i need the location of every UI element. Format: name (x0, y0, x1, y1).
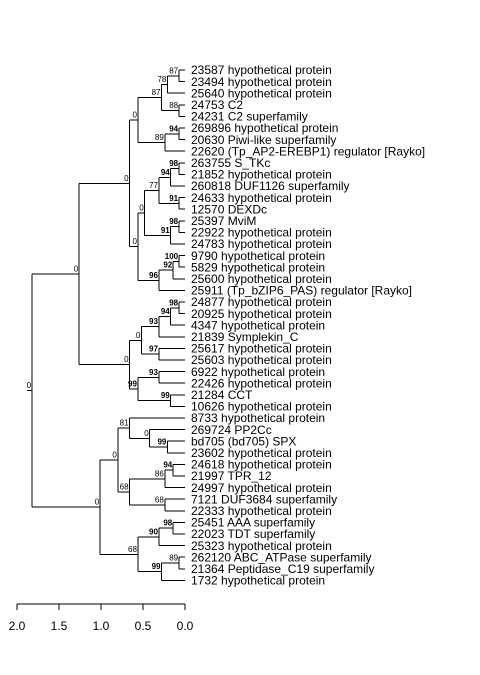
support-value: 0 (124, 174, 129, 183)
support-value: 68 (120, 482, 129, 491)
support-value: 94 (169, 124, 178, 133)
support-value: 0 (124, 355, 129, 364)
support-value: 91 (169, 194, 178, 203)
scale-axis: 2.0 1.5 1.0 0.5 0.0 (9, 603, 194, 633)
support-value: 78 (157, 75, 166, 84)
taxon-label: 25323 hypothetical protein (191, 539, 332, 553)
taxon-label: 6922 hypothetical protein (191, 365, 325, 379)
tree-branches (27, 69, 185, 581)
taxon-label: 21997 TPR_12 (191, 469, 272, 483)
support-value: 87 (169, 66, 178, 75)
support-value: 88 (169, 101, 178, 110)
support-value: 0 (133, 111, 138, 120)
axis-tick-label: 0.0 (177, 619, 194, 633)
taxon-label: 25603 hypothetical protein (191, 353, 332, 367)
support-value: 99 (161, 391, 170, 400)
taxon-label: 24997 hypothetical protein (191, 481, 332, 495)
support-value: 100 (165, 252, 179, 261)
support-value: 89 (169, 554, 178, 563)
taxon-label: 23494 hypothetical protein (191, 75, 332, 89)
support-value: 98 (169, 217, 178, 226)
support-value: 99 (157, 438, 166, 447)
taxon-label: 9790 hypothetical protein (191, 249, 325, 263)
support-value: 96 (149, 271, 158, 280)
support-value: 94 (163, 461, 172, 470)
taxon-label: 262120 ABC_ATPase superfamily (191, 550, 372, 564)
taxon-label: 25617 hypothetical protein (191, 342, 332, 356)
support-value: 90 (149, 527, 158, 536)
axis-tick-label: 2.0 (9, 619, 26, 633)
taxon-label: 21839 Symplekin_C (191, 330, 299, 344)
taxon-label: 4347 hypothetical protein (191, 318, 325, 332)
taxon-label: 24231 C2 superfamily (191, 110, 308, 124)
support-value: 81 (120, 419, 129, 428)
support-value: 97 (149, 345, 158, 354)
taxon-label: 23587 hypothetical protein (191, 63, 332, 77)
support-value: 98 (169, 298, 178, 307)
taxon-label: 269896 hypothetical protein (191, 121, 338, 135)
taxon-label: 22023 TDT superfamily (191, 527, 315, 541)
support-value: 77 (149, 181, 158, 190)
taxon-label: 22333 hypothetical protein (191, 504, 332, 518)
support-value: 93 (149, 317, 158, 326)
support-values: 8778888794890989491779891010092960098949… (27, 66, 179, 571)
support-value: 89 (155, 133, 164, 142)
taxon-label: 23602 hypothetical protein (191, 446, 332, 460)
support-value: 94 (161, 307, 170, 316)
taxon-label: 24753 C2 (191, 98, 243, 112)
taxon-label: 25640 hypothetical protein (191, 86, 332, 100)
taxon-label: 21284 CCT (191, 388, 253, 402)
taxon-label: 22620 (Tp_AP2-EREBP1) regulator [Rayko] (191, 144, 425, 158)
support-value: 94 (161, 168, 170, 177)
taxon-label: 263755 S_TKc (191, 156, 270, 170)
taxon-label: 1732 hypothetical protein (191, 574, 325, 588)
taxon-label: 21364 Peptidase_C19 superfamily (191, 562, 374, 576)
taxon-label: 260818 DUF1126 superfamily (191, 179, 350, 193)
taxon-label: 10626 hypothetical protein (191, 400, 332, 414)
taxon-label: 20925 hypothetical protein (191, 307, 332, 321)
support-value: 0 (27, 381, 32, 390)
taxon-label: 25397 MviM (191, 214, 256, 228)
taxon-label: 21852 hypothetical protein (191, 168, 332, 182)
support-value: 93 (149, 368, 158, 377)
taxon-label: 8733 hypothetical protein (191, 411, 325, 425)
support-value: 0 (74, 264, 79, 273)
axis-tick-label: 0.5 (135, 619, 152, 633)
support-value: 87 (152, 88, 161, 97)
taxon-label: 22426 hypothetical protein (191, 376, 332, 390)
support-value: 91 (161, 226, 170, 235)
taxon-label: 269724 PP2Cc (191, 423, 272, 437)
taxon-label: 22922 hypothetical protein (191, 226, 332, 240)
support-value: 0 (112, 451, 117, 460)
taxon-label: 7121 DUF3684 superfamily (191, 492, 337, 506)
taxon-label: 24618 hypothetical protein (191, 458, 332, 472)
taxon-label: 25911 (Tp_bZIP6_PAS) regulator [Rayko] (191, 284, 412, 298)
support-value: 92 (163, 261, 172, 270)
taxon-label: 24877 hypothetical protein (191, 295, 332, 309)
taxon-label: bd705 (bd705) SPX (191, 434, 296, 448)
support-value: 0 (136, 331, 141, 340)
taxon-label: 12570 DEXDc (191, 202, 267, 216)
support-value: 0 (133, 237, 138, 246)
support-value: 99 (128, 380, 137, 389)
axis-tick-label: 1.5 (51, 619, 68, 633)
support-value: 68 (128, 545, 137, 554)
support-value: 0 (139, 203, 144, 212)
support-value: 98 (163, 519, 172, 528)
taxon-label: 24783 hypothetical protein (191, 237, 332, 251)
taxon-label: 25451 AAA superfamily (191, 516, 315, 530)
support-value: 0 (144, 429, 149, 438)
axis-tick-label: 1.0 (93, 619, 110, 633)
support-value: 99 (152, 562, 161, 571)
taxon-label: 25600 hypothetical protein (191, 272, 332, 286)
support-value: 0 (95, 498, 100, 507)
taxon-label: 24633 hypothetical protein (191, 191, 332, 205)
taxon-label: 5829 hypothetical protein (191, 260, 325, 274)
support-value: 86 (155, 469, 164, 478)
support-value: 98 (169, 159, 178, 168)
support-value: 68 (155, 496, 164, 505)
taxon-label: 20630 Piwi-like superfamily (191, 133, 336, 147)
